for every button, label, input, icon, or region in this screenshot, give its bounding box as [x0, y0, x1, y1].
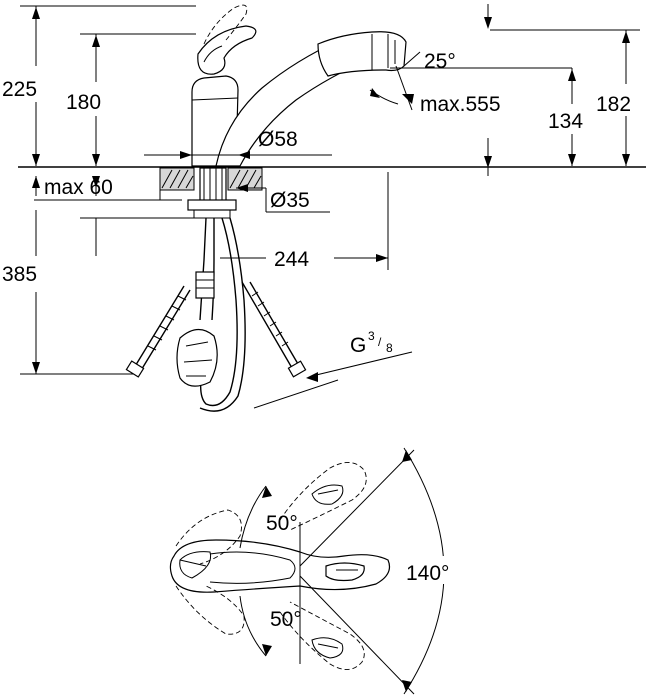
angle-50-upper-label: 50°	[266, 512, 298, 535]
top-handle-alt-left-lower	[175, 585, 245, 635]
faucet-body	[191, 31, 407, 167]
angle-140-label: 140°	[406, 562, 449, 585]
dim-d35: Ø35	[236, 184, 330, 213]
dim-max555-label: max.555	[420, 93, 501, 116]
dim-385: 385	[2, 210, 196, 375]
dim-d58: Ø58	[144, 128, 332, 159]
dim-25-angle: 25° max.555	[369, 50, 572, 116]
shank	[187, 167, 237, 219]
angle-50-lower-label: 50°	[270, 608, 302, 631]
dim-244-label: 244	[274, 248, 309, 271]
dim-d58-label: Ø58	[258, 128, 298, 151]
dim-d35-label: Ø35	[270, 189, 310, 212]
lever-handle	[197, 4, 257, 75]
thread-label-den: 8	[386, 341, 393, 355]
dim-244: 244	[220, 172, 389, 271]
dim-225-label: 225	[2, 78, 37, 101]
top-ray-upper	[299, 449, 415, 567]
dim-180: 180	[66, 33, 196, 166]
top-handle-alt-lower-right	[279, 601, 365, 670]
thread-label-slash: /	[378, 335, 382, 349]
top-handle-alt-upper-right	[279, 462, 367, 531]
hoses	[125, 217, 307, 412]
top-handle-alt-left-upper	[175, 509, 242, 565]
dim-134: 134	[548, 68, 583, 166]
angle-140: 140°	[402, 447, 480, 695]
thread-spec: G 3 / 8	[253, 329, 413, 409]
angle-50-upper: 50°	[239, 485, 298, 549]
dim-182: 182	[484, 4, 640, 176]
dim-25-label: 25°	[424, 50, 456, 73]
dim-182-label: 182	[596, 93, 631, 116]
thread-label-base: G	[350, 334, 366, 357]
side-view: 225 180 25° max.555 134	[2, 4, 646, 412]
top-view: 50° 50° 140°	[169, 447, 480, 695]
dim-max60: max 60	[32, 176, 182, 201]
counter-section	[159, 167, 263, 191]
dim-385-label: 385	[2, 263, 37, 286]
dim-225: 225	[2, 5, 196, 166]
top-handle-main	[169, 539, 391, 593]
dim-180-label: 180	[66, 91, 101, 114]
dim-134-label: 134	[548, 110, 583, 133]
angle-50-lower: 50°	[239, 595, 302, 657]
dim-max60-label: max 60	[44, 176, 113, 199]
thread-label-num: 3	[368, 329, 375, 343]
top-ray-lower	[299, 575, 415, 695]
